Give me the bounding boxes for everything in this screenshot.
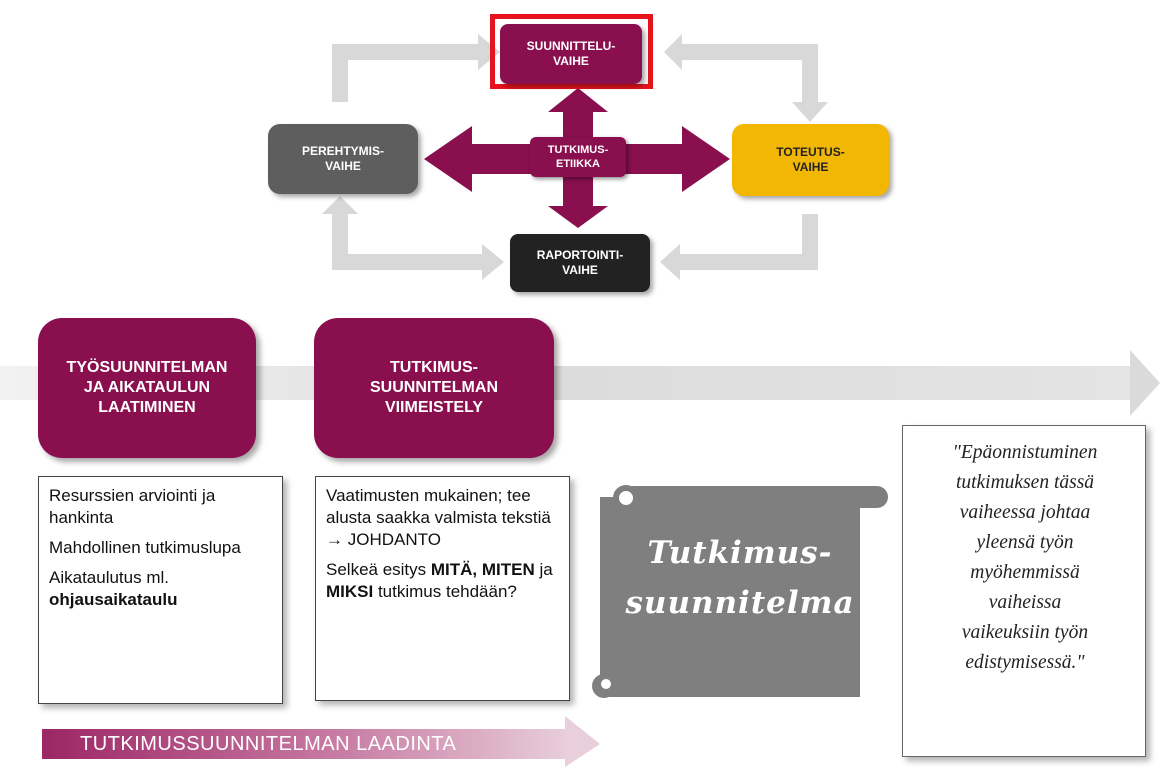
quote-box: "Epäonnistuminen tutkimuksen tässä vaihe…	[902, 425, 1146, 757]
phase-toteutus: TOTEUTUS- VAIHE	[732, 124, 889, 196]
cycle-arrowhead-left-up	[322, 196, 358, 214]
cycle-arrow-bottom-left	[332, 214, 482, 270]
phase-perehtymis: PEREHTYMIS- VAIHE	[268, 124, 418, 194]
cycle-arrowhead-top-left	[478, 34, 500, 70]
info-left-item-3-text: Aikataulutus ml.	[49, 568, 169, 587]
laadinta-arrow-shaft	[42, 729, 572, 759]
cycle-arrowhead-bottom-left	[482, 244, 504, 280]
laadinta-label: TUTKIMUSSUUNNITELMAN LAADINTA	[80, 733, 457, 755]
ethics-label: TUTKIMUS- ETIIKKA	[530, 137, 626, 177]
cycle-arrowhead-top-right-in	[664, 34, 682, 70]
info-right-line-1: Vaatimusten mukainen; tee alusta saakka …	[326, 486, 551, 549]
info-box-right: Vaatimusten mukainen; tee alusta saakka …	[315, 476, 570, 701]
laadinta-arrow	[42, 716, 600, 767]
laadinta-arrow-head	[565, 716, 600, 767]
arrow-head-left	[424, 126, 472, 192]
info-left-item-3: Aikataulutus ml. ohjausaikataulu	[49, 567, 272, 611]
arrow-head-down	[548, 206, 608, 228]
phase-suunnittelu: SUUNNITTELU- VAIHE	[500, 24, 642, 84]
info-left-item-1: Resurssien arviointi ja hankinta	[49, 486, 216, 527]
info-right-line-2-suffix: tutkimus tehdään?	[373, 582, 517, 601]
scroll-title-line-2: suunnitelma	[625, 585, 855, 621]
cycle-arrowhead-bottom-right	[660, 244, 680, 280]
cycle-arrow-top-left	[332, 44, 478, 102]
info-right-line-2-prefix: Selkeä esitys	[326, 560, 431, 579]
info-right-line-2-mid: ja	[534, 560, 553, 579]
scroll-title-line-1: Tutkimus-	[647, 535, 833, 571]
step-tutkimussuunnitelma: TUTKIMUS- SUUNNITELMAN VIIMEISTELY	[314, 318, 554, 458]
info-right-line-2-bold-2: MIKSI	[326, 582, 374, 601]
scroll-body	[600, 497, 860, 697]
quote-text: "Epäonnistuminen tutkimuksen tässä vaihe…	[952, 442, 1098, 673]
info-right-line-2: Selkeä esitys MITÄ, MITEN ja MIKSI tutki…	[326, 559, 559, 603]
cycle-arrowhead-top-right	[792, 102, 828, 122]
info-right-line-2-bold-1: MITÄ, MITEN	[430, 560, 535, 579]
step-tyosuunnitelma: TYÖSUUNNITELMAN JA AIKATAULUN LAATIMINEN	[38, 318, 256, 458]
arrow-head-right	[682, 126, 730, 192]
scroll-curl-top	[613, 485, 639, 511]
info-left-item-2: Mahdollinen tutkimuslupa	[49, 538, 241, 557]
arrow-head-up	[548, 88, 608, 112]
phase-raportointi: RAPORTOINTI- VAIHE	[510, 234, 650, 292]
cycle-arrow-bottom-right	[680, 214, 818, 270]
info-box-left: Resurssien arviointi ja hankinta Mahdoll…	[38, 476, 283, 704]
cycle-arrows	[332, 44, 818, 270]
selected-phase-frame	[490, 14, 653, 89]
cycle-arrow-top-right	[682, 44, 818, 102]
scroll-title: Tutkimus- suunnitelma	[600, 528, 880, 628]
cycle-arrowheads	[322, 34, 828, 280]
scroll-curl-bottom-inner	[601, 679, 611, 689]
info-left-item-3-bold: ohjausaikataulu	[49, 590, 178, 609]
timeline-arrow-head	[1130, 350, 1160, 416]
scroll-shape	[592, 485, 888, 698]
